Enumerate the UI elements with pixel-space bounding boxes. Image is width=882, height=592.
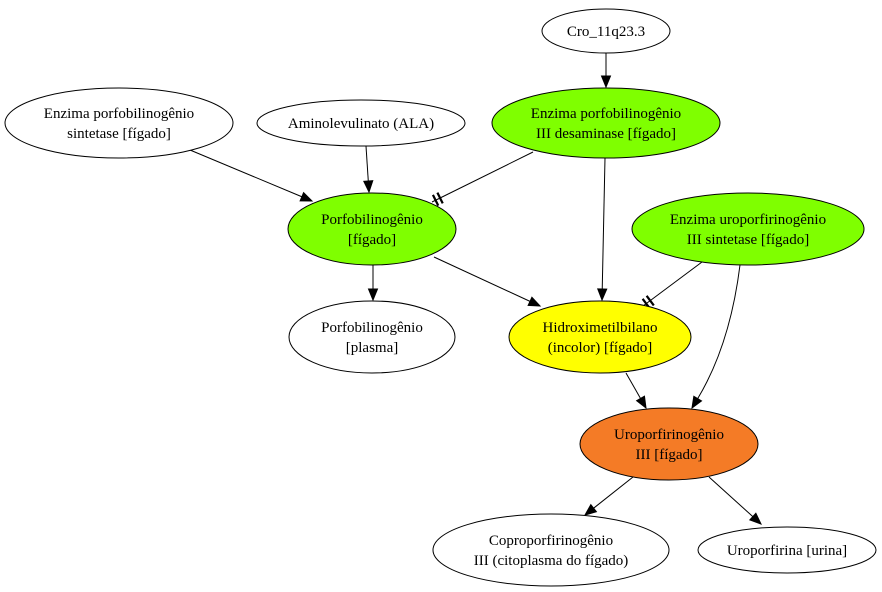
node-pbg-plasma: Porfobilinogênio [plasma] xyxy=(288,300,456,374)
node-pbg-figado: Porfobilinogênio [fígado] xyxy=(287,192,457,266)
arrowhead xyxy=(635,395,647,410)
node-pbg-sintetase: Enzima porfobilinogênio sintetase [fígado… xyxy=(4,87,234,159)
node-ellipse xyxy=(288,300,456,374)
edge-line xyxy=(697,264,741,399)
node-ellipse xyxy=(579,407,759,481)
edge-hmb-to-uroporfirinogenio xyxy=(625,372,647,410)
arrowhead xyxy=(299,191,314,202)
node-ellipse xyxy=(287,192,457,266)
node-label: Porfobilinogênio xyxy=(321,212,423,228)
arrowhead xyxy=(363,180,374,194)
edge-line xyxy=(642,261,703,307)
arrowhead xyxy=(527,296,542,307)
node-label: [fígado] xyxy=(348,232,396,248)
edge-line xyxy=(601,157,606,290)
node-label: Enzima uroporfirinogênio xyxy=(670,212,826,228)
node-label: Uroporfirina [urina] xyxy=(727,543,847,559)
edge-pbg-sintetase-to-pbg-figado xyxy=(189,149,314,202)
node-ellipse xyxy=(508,300,692,374)
edge-uro-sintetase-to-hmb xyxy=(641,261,703,310)
edge-pbg-figado-to-hmb xyxy=(433,256,542,307)
edge-ala-to-pbg-figado xyxy=(363,145,374,194)
node-ellipse xyxy=(697,526,877,574)
node-label: Coproporfirinogênio xyxy=(489,533,613,549)
edge-pbg-figado-to-pbg-plasma xyxy=(367,265,379,302)
node-label: III [fígado] xyxy=(635,447,702,463)
inhibition-bar xyxy=(436,192,444,204)
node-label: Porfobilinogênio xyxy=(321,320,423,336)
node-ellipse xyxy=(631,192,865,266)
node-cro: Cro_11q23.3 xyxy=(541,8,671,54)
node-label: [plasma] xyxy=(346,340,398,356)
node-label: Cro_11q23.3 xyxy=(567,24,645,40)
node-label: III sintetase [fígado] xyxy=(687,232,809,248)
edge-uroporfirinogenio-to-coproporfirinogenio xyxy=(583,476,634,516)
node-label: III desaminase [fígado] xyxy=(536,126,676,142)
edge-pbg-desaminase-to-hmb xyxy=(596,157,608,302)
edge-line xyxy=(189,149,303,198)
node-hmb: Hidroximetilbilano (incolor) [fígado] xyxy=(508,300,692,374)
node-ellipse xyxy=(432,513,670,587)
node-label: Uroporfirinogênio xyxy=(614,427,724,443)
edge-line xyxy=(593,476,634,509)
node-ellipse xyxy=(256,99,466,147)
node-label: (incolor) [fígado] xyxy=(548,340,653,356)
node-ellipse xyxy=(541,8,671,54)
node-label: Hidroximetilbilano xyxy=(543,320,658,336)
edge-uro-sintetase-to-uroporfirinogenio xyxy=(691,264,741,410)
node-ellipse xyxy=(491,87,721,159)
edge-cro-to-pbg-desaminase xyxy=(600,53,612,89)
node-uroporfirina: Uroporfirina [urina] xyxy=(697,526,877,574)
arrowhead xyxy=(596,288,608,302)
arrowhead xyxy=(691,395,703,410)
arrowhead xyxy=(367,288,379,302)
edge-pbg-desaminase-to-pbg-figado xyxy=(431,151,534,207)
edge-line xyxy=(708,476,754,517)
arrowhead xyxy=(748,512,762,525)
node-label: Aminolevulinato (ALA) xyxy=(288,116,434,132)
node-label: Enzima porfobilinogênio xyxy=(44,106,194,122)
edge-line xyxy=(625,372,641,399)
node-label: Enzima porfobilinogênio xyxy=(531,106,681,122)
node-label: III (citoplasma do fígado) xyxy=(474,553,629,569)
node-label: sintetase [fígado] xyxy=(67,126,171,142)
node-ala: Aminolevulinato (ALA) xyxy=(256,99,466,147)
inhibition-bar xyxy=(431,194,440,207)
inhibition-bar xyxy=(645,295,655,307)
edge-uroporfirinogenio-to-uroporfirina xyxy=(708,476,762,525)
edge-line xyxy=(431,151,534,203)
node-ellipse xyxy=(4,87,234,159)
arrowhead xyxy=(600,75,612,89)
arrowhead xyxy=(583,503,598,516)
edge-line xyxy=(433,256,531,302)
edge-line xyxy=(365,145,369,182)
